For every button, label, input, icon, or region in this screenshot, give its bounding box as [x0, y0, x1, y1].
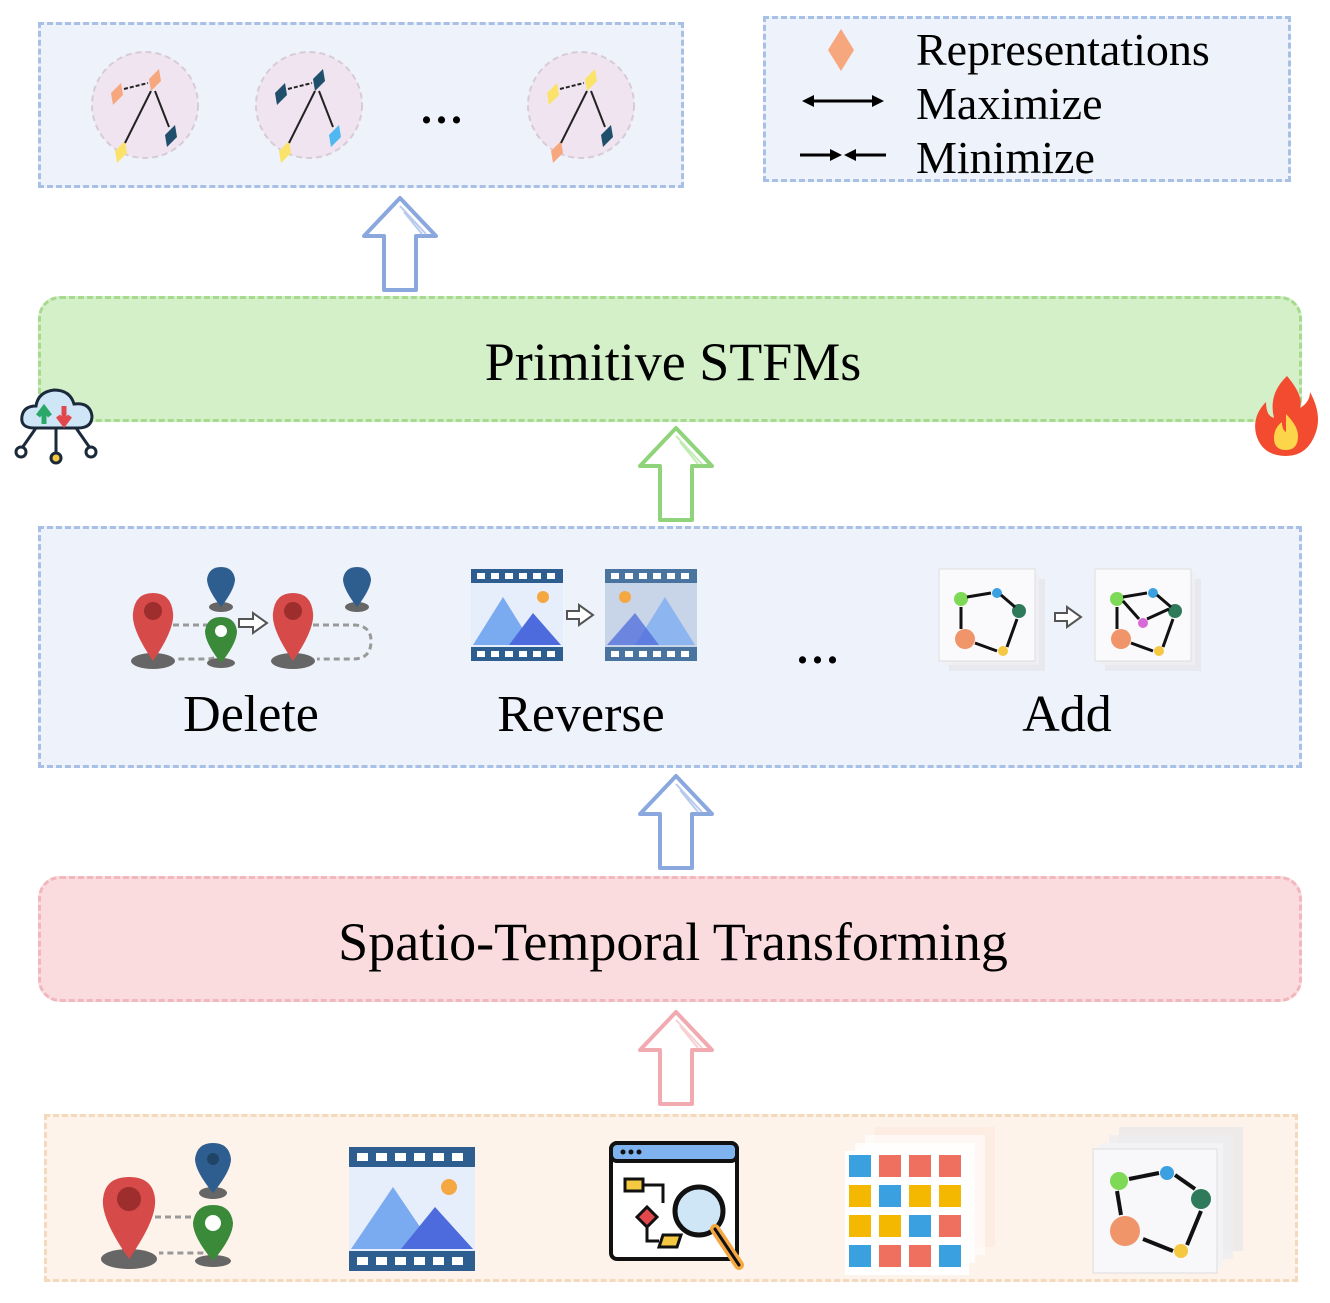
op-label-delete: Delete [183, 686, 319, 743]
top-ellipsis: ... [421, 84, 466, 133]
graph-add-icon [938, 568, 1201, 671]
legend: Representations Maximize Minimize [763, 16, 1291, 182]
up-arrow-icon [638, 1010, 714, 1106]
diamond-icon [828, 29, 854, 71]
op-label-add: Add [1022, 686, 1112, 743]
trajectory-pins-icon [101, 1143, 233, 1269]
graph-navy-icon [255, 51, 363, 163]
graph-cube-icon [1092, 1127, 1243, 1274]
trajectory-delete-icon [131, 567, 373, 669]
up-arrow-icon [638, 426, 714, 522]
primitive-stfms-title: Primitive STFMs [484, 332, 862, 392]
input-data-panel [44, 1114, 1298, 1282]
transforming-title: Spatio-Temporal Transforming [338, 912, 1008, 972]
up-arrow-icon [362, 196, 438, 292]
legend-maximize: Maximize [916, 78, 1103, 129]
graph-peach-icon [91, 51, 199, 163]
ops-ellipsis: ... [797, 624, 842, 673]
video-frame-icon [349, 1147, 475, 1271]
legend-representations: Representations [916, 24, 1210, 75]
op-label-reverse: Reverse [497, 686, 665, 743]
double-arrow-icon [802, 95, 884, 107]
transforming-block: Spatio-Temporal Transforming [38, 876, 1302, 1002]
representation-panel: ... [38, 22, 684, 188]
up-arrow-icon [638, 774, 714, 870]
video-reverse-icon [471, 569, 697, 661]
cloud-network-icon [14, 388, 98, 465]
operations-panel: Delete Reverse ... [38, 526, 1302, 768]
legend-minimize: Minimize [916, 132, 1095, 183]
grid-stack-icon [845, 1127, 995, 1275]
graph-yellow-icon [527, 51, 635, 163]
flame-icon [1255, 376, 1318, 456]
primitive-stfms-block: Primitive STFMs [38, 296, 1302, 422]
converging-arrows-icon [800, 149, 886, 161]
flowchart-search-icon [609, 1141, 744, 1270]
